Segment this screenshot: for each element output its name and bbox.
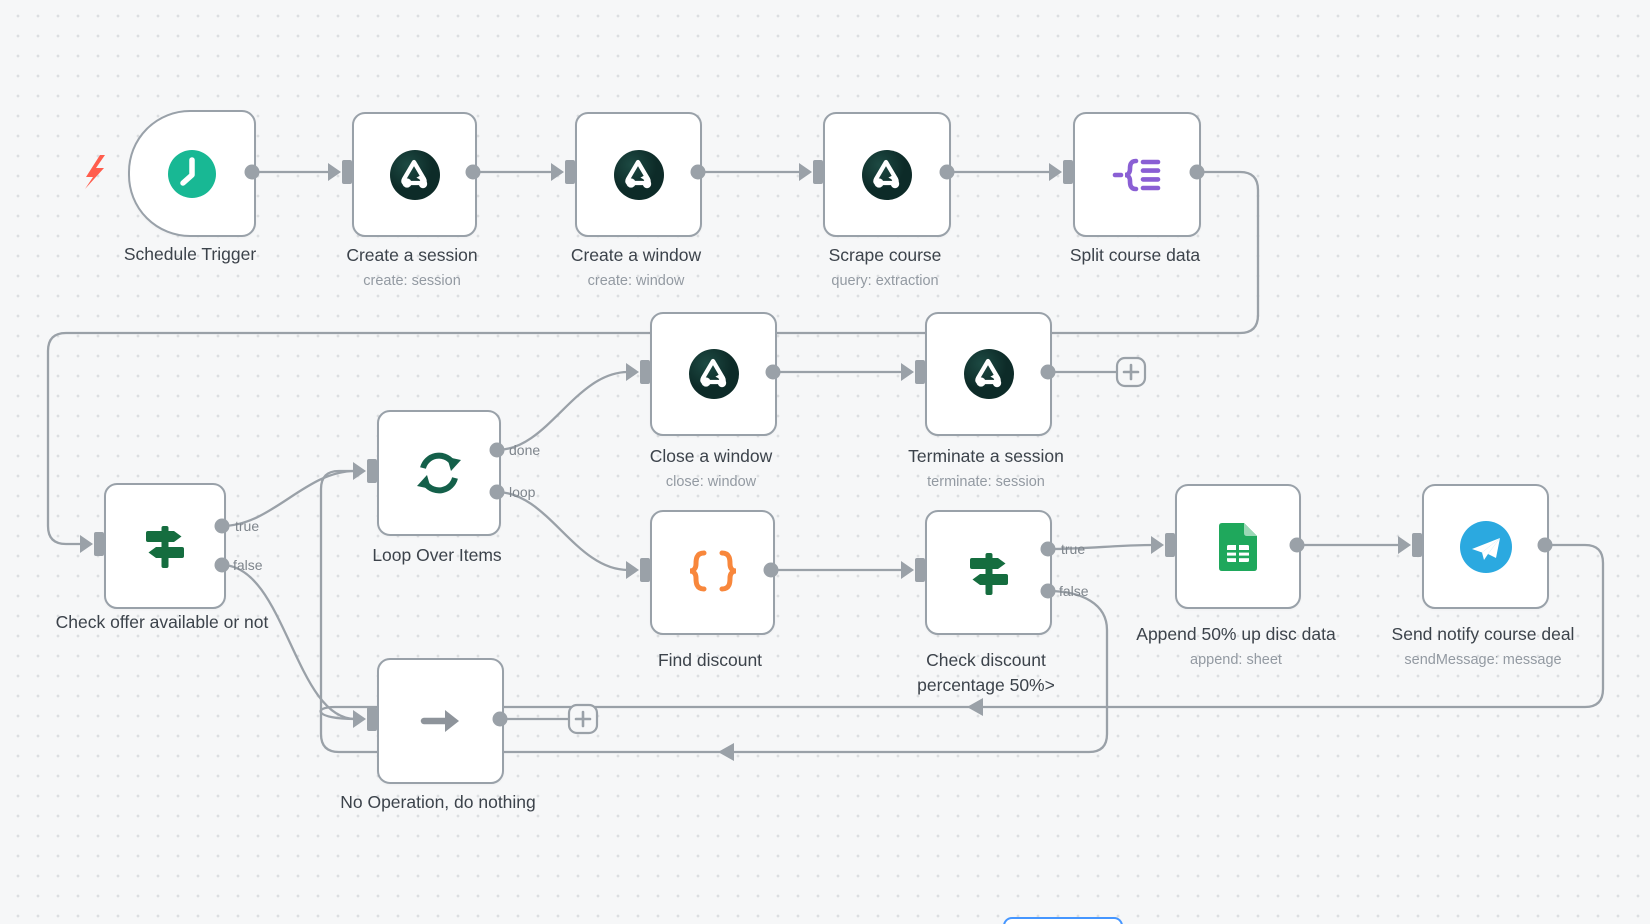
braces-icon bbox=[689, 550, 736, 591]
loop-icon bbox=[417, 452, 461, 494]
node-loop-over-items[interactable] bbox=[377, 410, 501, 536]
wire-check-discount-false-loopback[interactable] bbox=[319, 469, 1109, 754]
port-label-true: true bbox=[235, 518, 260, 534]
node-label-noop: No Operation, do nothing bbox=[340, 792, 536, 812]
airtop-icon bbox=[389, 149, 440, 200]
node-create-window[interactable] bbox=[575, 112, 702, 237]
node-label-split: Split course data bbox=[1069, 245, 1201, 265]
node-send-telegram[interactable] bbox=[1422, 484, 1549, 609]
node-check-discount[interactable] bbox=[925, 510, 1052, 635]
node-terminate-session[interactable] bbox=[925, 312, 1052, 436]
node-append-sheet[interactable] bbox=[1175, 484, 1301, 609]
if-signpost-icon bbox=[146, 526, 184, 568]
node-split-course-data[interactable] bbox=[1073, 112, 1201, 237]
node-label-loop: Loop Over Items bbox=[372, 545, 502, 565]
wire-loop-loop-to-find-discount[interactable] bbox=[495, 490, 630, 572]
port-label-done: done bbox=[509, 442, 541, 458]
port-label-false: false bbox=[233, 557, 263, 573]
node-noop[interactable] bbox=[377, 658, 504, 784]
port-label-false: false bbox=[1059, 583, 1089, 599]
node-sublabel: sendMessage: message bbox=[1404, 651, 1562, 668]
airtop-icon bbox=[688, 349, 739, 399]
port-label-true: true bbox=[1061, 541, 1086, 557]
node-scrape-course[interactable] bbox=[823, 112, 951, 237]
node-sublabel: query: extraction bbox=[831, 272, 939, 289]
output-port[interactable] bbox=[214, 164, 1553, 727]
trigger-bolt-icon bbox=[85, 155, 105, 189]
node-create-session[interactable] bbox=[352, 112, 477, 237]
node-sublabel: create: window bbox=[587, 272, 685, 289]
node-label-find-discount: Find discount bbox=[657, 650, 763, 670]
add-node-plus-button[interactable] bbox=[567, 356, 1147, 735]
node-sublabel: close: window bbox=[665, 473, 757, 490]
google-sheets-icon bbox=[1219, 522, 1257, 571]
wire-check-offer-true-to-loop[interactable] bbox=[220, 469, 357, 528]
port-label-loop: loop bbox=[509, 484, 536, 500]
airtop-icon bbox=[613, 149, 664, 200]
loopback-arrow bbox=[967, 698, 983, 716]
node-sublabel: create: session bbox=[363, 272, 461, 289]
node-sublabel: terminate: session bbox=[927, 473, 1045, 490]
airtop-icon bbox=[862, 149, 912, 200]
node-label-check-offer: Check offer available or not bbox=[55, 612, 269, 632]
wire-check-discount-true-to-append[interactable] bbox=[1046, 543, 1155, 551]
node-sublabel: append: sheet bbox=[1190, 651, 1282, 668]
if-signpost-icon bbox=[969, 552, 1008, 595]
split-out-icon bbox=[1112, 158, 1161, 191]
schedule-clock-icon bbox=[168, 149, 216, 198]
node-label-schedule: Schedule Trigger bbox=[123, 244, 257, 264]
node-close-window[interactable] bbox=[650, 312, 777, 436]
wire-loop-done-to-close-window[interactable] bbox=[495, 370, 630, 452]
input-port[interactable] bbox=[80, 160, 1422, 731]
wire-check-offer-false-to-noop[interactable] bbox=[220, 563, 357, 721]
airtop-icon bbox=[963, 349, 1014, 399]
node-label-check-discount: Check discount percentage 50%> bbox=[917, 650, 1055, 695]
node-check-offer[interactable] bbox=[104, 483, 226, 609]
loopback-arrow bbox=[718, 743, 734, 761]
arrow-right-icon bbox=[420, 710, 459, 732]
wire-send-loopback[interactable] bbox=[319, 543, 1605, 721]
telegram-icon bbox=[1459, 520, 1512, 573]
